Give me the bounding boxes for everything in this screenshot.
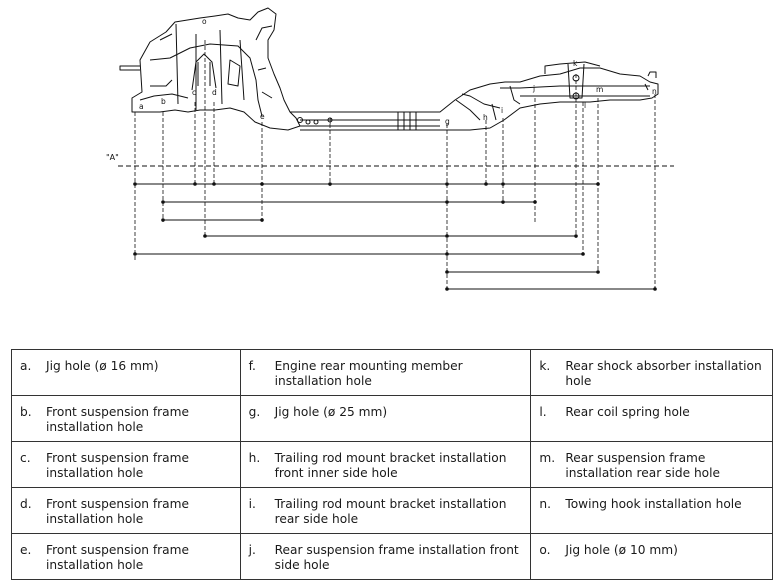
body-frame-diagram: "A" bbox=[106, 7, 674, 291]
point-label-c: c bbox=[192, 88, 196, 97]
legend-letter: c. bbox=[20, 451, 31, 465]
legend-text: Trailing rod mount bracket installation … bbox=[274, 497, 507, 526]
dimension-lines bbox=[135, 183, 655, 290]
legend-letter: h. bbox=[248, 451, 261, 465]
legend-text: Front suspension frame installation hole bbox=[46, 405, 190, 434]
legend-letter: n. bbox=[539, 497, 551, 511]
point-label-g: g bbox=[445, 117, 450, 126]
point-label-l: l bbox=[584, 101, 586, 110]
legend-text: Rear suspension frame installation front… bbox=[274, 543, 519, 572]
legend-letter: j. bbox=[248, 543, 256, 557]
legend-text: Front suspension frame installation hole bbox=[46, 543, 190, 572]
legend-text: Jig hole (ø 10 mm) bbox=[565, 543, 678, 557]
front-structure bbox=[131, 7, 301, 131]
legend-text: Rear suspension frame installation rear … bbox=[565, 451, 721, 480]
legend-text: Rear shock absorber installation hole bbox=[565, 359, 762, 388]
legend-row: c. Front suspension frame installation ho… bbox=[11, 441, 773, 488]
center-rail bbox=[290, 67, 659, 131]
point-label-k: k bbox=[573, 59, 578, 68]
legend-text: Trailing rod mount bracket installation … bbox=[274, 451, 507, 480]
point-label-j: j bbox=[532, 84, 535, 93]
point-label-o: o bbox=[202, 17, 207, 26]
point-label-b: b bbox=[161, 97, 166, 106]
datum-label: "A" bbox=[106, 153, 119, 162]
legend-text: Front suspension frame installation hole bbox=[46, 497, 190, 526]
point-label-e: e bbox=[260, 112, 265, 121]
legend-text: Towing hook installation hole bbox=[565, 497, 742, 511]
legend-row: d. Front suspension frame installation ho… bbox=[11, 487, 773, 534]
legend-letter: m. bbox=[539, 451, 556, 465]
point-label-f: f bbox=[329, 117, 332, 126]
legend-letter: b. bbox=[20, 405, 32, 419]
legend-text: Jig hole (ø 25 mm) bbox=[274, 405, 388, 419]
legend-letter: d. bbox=[20, 497, 32, 511]
legend-letter: o. bbox=[539, 543, 551, 557]
legend-row: a. Jig hole (ø 16 mm) f. Engine rear mount… bbox=[11, 349, 773, 396]
legend-text: Rear coil spring hole bbox=[565, 405, 690, 419]
legend-row: b. Front suspension frame installation ho… bbox=[11, 395, 773, 442]
point-label-a: a bbox=[139, 102, 144, 111]
legend-letter: a. bbox=[20, 359, 32, 373]
legend-letter: i. bbox=[248, 497, 256, 511]
legend-table: a. Jig hole (ø 16 mm) f. Engine rear mount… bbox=[11, 349, 773, 580]
legend-text: Engine rear mounting member installation… bbox=[274, 359, 463, 388]
legend-row: e. Front suspension frame installation ho… bbox=[11, 533, 773, 580]
legend-letter: e. bbox=[20, 543, 32, 557]
point-label-h: h bbox=[483, 113, 488, 122]
legend-text: Front suspension frame installation hole bbox=[46, 451, 190, 480]
legend-letter: f. bbox=[248, 359, 256, 373]
legend-letter: g. bbox=[248, 405, 261, 419]
legend-letter: l. bbox=[539, 405, 547, 419]
point-label-n: n bbox=[652, 87, 657, 96]
legend-text: Jig hole (ø 16 mm) bbox=[46, 359, 159, 373]
point-label-i: i bbox=[501, 106, 503, 115]
point-label-d: d bbox=[212, 88, 217, 97]
legend-letter: k. bbox=[539, 359, 551, 373]
point-leader-lines bbox=[134, 40, 656, 290]
dimension-tick-marks bbox=[133, 182, 657, 291]
point-label-m: m bbox=[596, 85, 603, 94]
